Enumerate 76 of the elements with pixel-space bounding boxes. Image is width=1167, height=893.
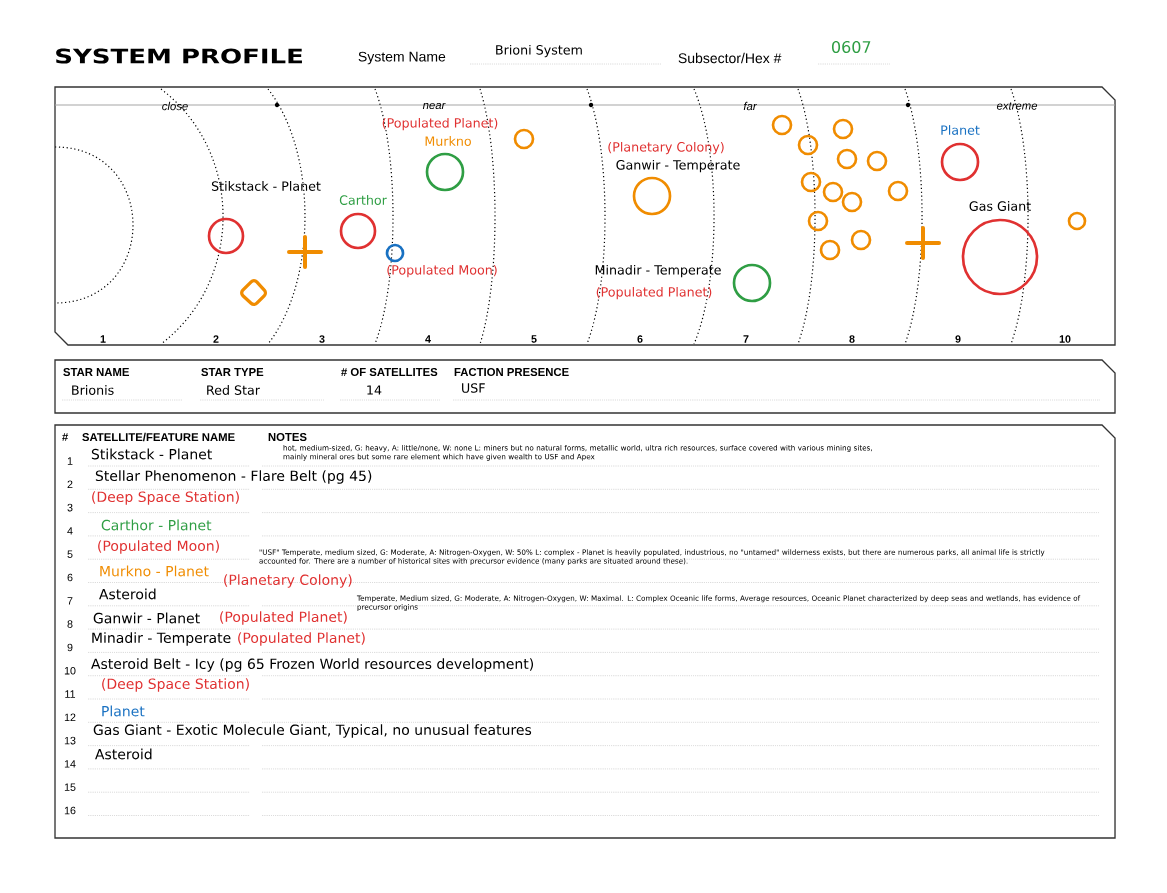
star-info-panel <box>54 359 1116 414</box>
orbit-number: 8 <box>849 335 855 343</box>
row-number: 5 <box>67 550 73 558</box>
satellite-name: Asteroid <box>99 588 156 600</box>
orbit-number: 7 <box>743 335 749 343</box>
form-label: Subsector/Hex # <box>678 52 782 64</box>
field-value: Brioni System <box>496 44 582 58</box>
orbit-number: 1 <box>100 335 106 343</box>
row-number: 13 <box>64 736 76 745</box>
satellite-name: Gas Giant - Exotic Molecule Giant, Typical, no unusual features <box>93 724 532 738</box>
column-heading: NOTES <box>268 433 307 441</box>
orbit-number: 4 <box>425 335 431 343</box>
row-number: 10 <box>64 666 76 675</box>
body-label: Stikstack - Planet <box>211 181 321 191</box>
satellite-name: Carthor - Planet <box>101 519 212 531</box>
row-number: 9 <box>67 643 73 652</box>
status-label: (Populated Planet) <box>220 611 347 625</box>
row-number: 6 <box>67 573 73 582</box>
zone-label: near <box>422 102 446 110</box>
row-number: 8 <box>67 620 73 628</box>
status-label: (Planetary Colony) <box>608 141 724 155</box>
row-number: 16 <box>64 806 76 815</box>
row-number: 2 <box>67 480 73 489</box>
row-number: 4 <box>67 527 73 535</box>
orbit-number: 5 <box>531 335 537 343</box>
status-label: (Planetary Colony) <box>224 574 352 588</box>
column-heading: # <box>62 433 69 441</box>
status-label: (Populated Moon) <box>98 540 219 554</box>
body-label: Carthor <box>339 195 387 205</box>
satellite-name: Stikstack - Planet <box>91 448 212 460</box>
status-label: (Populated Planet) <box>382 117 498 131</box>
column-heading: FACTION PRESENCE <box>454 368 569 376</box>
satellite-name: Murkno - Planet <box>100 565 209 577</box>
row-number: 12 <box>64 713 76 722</box>
row-number: 1 <box>67 457 73 465</box>
status-label: (Populated Planet) <box>596 286 712 300</box>
satellite-name: Minadir - Temperate <box>92 632 231 646</box>
row-number: 11 <box>65 690 75 698</box>
satellite-table-panel <box>54 424 1116 839</box>
satellite-name: Ganwir - Planet <box>93 612 200 624</box>
row-number: 7 <box>67 597 73 605</box>
field-value: 14 <box>367 385 382 395</box>
zone-label: extreme <box>996 102 1038 110</box>
field-value: 0607 <box>832 40 871 54</box>
field-value: USF <box>462 383 485 393</box>
orbit-number: 3 <box>319 335 325 343</box>
orbit-number: 2 <box>213 335 219 343</box>
column-heading: STAR NAME <box>63 368 129 376</box>
body-label: Planet <box>941 125 980 135</box>
status-label: (Populated Planet) <box>238 632 365 646</box>
zone-label: far <box>743 101 757 111</box>
field-value: Red Star <box>207 385 260 395</box>
body-label: Murkno <box>425 136 471 146</box>
status-label: (Populated Moon) <box>387 264 497 278</box>
row-number: 3 <box>67 503 73 512</box>
orbit-number: 6 <box>637 335 643 343</box>
form-label: System Name <box>358 51 446 65</box>
body-label: Ganwir - Temperate <box>616 159 740 173</box>
status-label: (Deep Space Station) <box>92 491 239 505</box>
row-number: 15 <box>64 783 76 791</box>
title: SYSTEM PROFILE <box>56 48 302 64</box>
satellite-name: Asteroid Belt - Icy (pg 65 Frozen World resources development) <box>91 658 534 672</box>
column-heading: # OF SATELLITES <box>341 368 438 376</box>
orbit-number: 10 <box>1059 335 1071 343</box>
satellite-name: Stellar Phenomenon - Flare Belt (pg 45) <box>95 470 372 484</box>
satellite-name: Asteroid <box>95 748 152 760</box>
zone-label: close <box>162 101 188 111</box>
status-label: (Deep Space Station) <box>102 678 249 692</box>
body-label: Minadir - Temperate <box>595 264 721 278</box>
row-number: 14 <box>64 760 76 768</box>
column-heading: STAR TYPE <box>201 368 264 376</box>
column-heading: SATELLITE/FEATURE NAME <box>82 432 235 442</box>
field-value: Brionis <box>72 385 114 395</box>
orbit-number: 9 <box>955 335 961 343</box>
body-label: Gas Giant <box>969 201 1031 211</box>
satellite-name: Planet <box>102 705 145 717</box>
